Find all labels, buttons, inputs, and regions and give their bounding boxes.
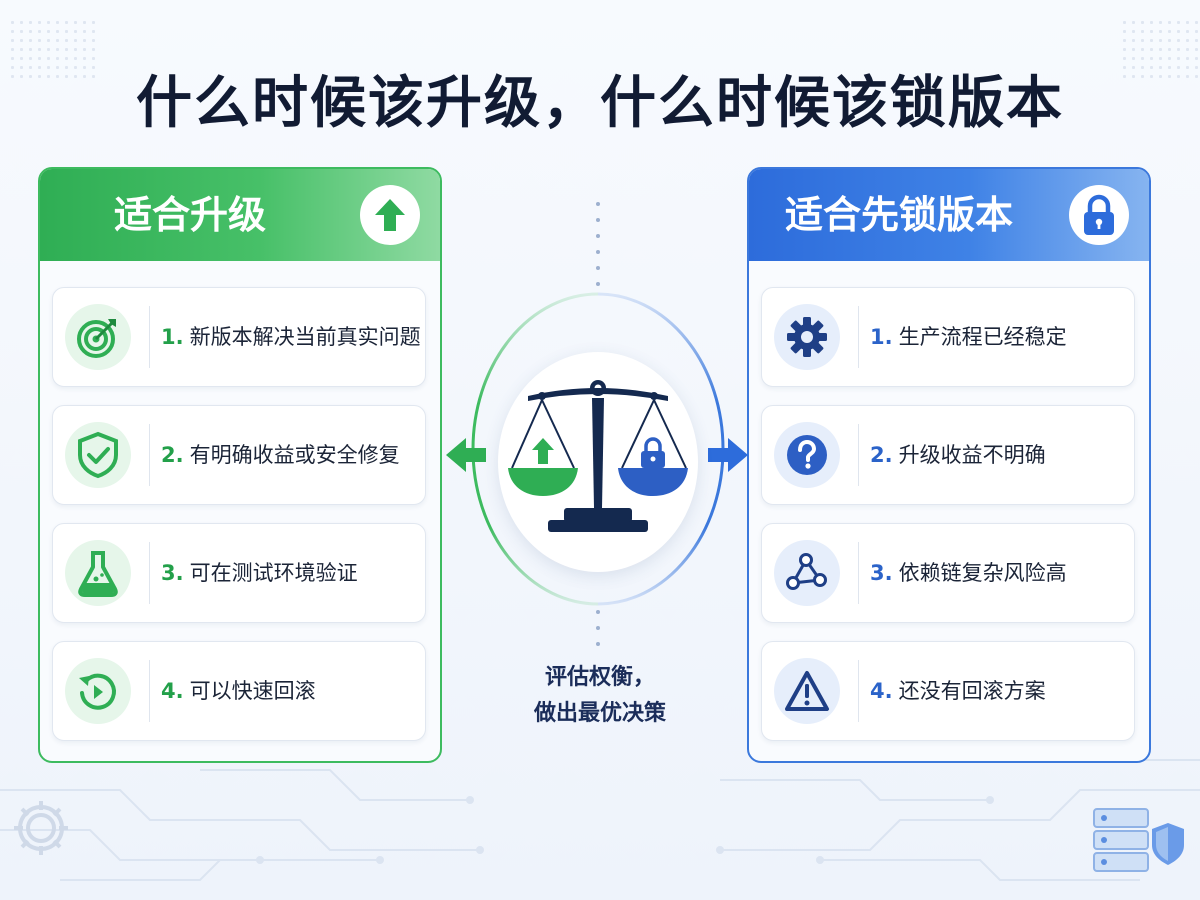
item-label: 生产流程已经稳定 bbox=[898, 325, 1067, 349]
gear-decoration-icon bbox=[14, 801, 68, 855]
upgrade-item-2: 2.有明确收益或安全修复 bbox=[52, 405, 426, 505]
network-icon bbox=[774, 540, 840, 606]
upgrade-panel-header: 适合升级 bbox=[40, 169, 440, 261]
divider bbox=[149, 660, 150, 722]
target-icon bbox=[65, 304, 131, 370]
item-label: 新版本解决当前真实问题 bbox=[189, 325, 421, 349]
lock-item-3: 3.依赖链复杂风险高 bbox=[761, 523, 1135, 623]
divider bbox=[149, 306, 150, 368]
divider bbox=[858, 306, 859, 368]
item-number: 4. bbox=[161, 679, 184, 703]
warning-icon bbox=[774, 658, 840, 724]
item-number: 3. bbox=[161, 561, 184, 585]
lock-version-panel-title: 适合先锁版本 bbox=[784, 193, 1013, 237]
item-label: 可以快速回滚 bbox=[189, 679, 316, 703]
lock-icon bbox=[1069, 185, 1129, 245]
upgrade-item-3: 3.可在测试环境验证 bbox=[52, 523, 426, 623]
balance-scale-icon bbox=[498, 352, 698, 572]
divider bbox=[858, 660, 859, 722]
dot-pattern-top-left bbox=[8, 18, 98, 78]
lock-item-2: 2.升级收益不明确 bbox=[761, 405, 1135, 505]
lock-item-1: 1.生产流程已经稳定 bbox=[761, 287, 1135, 387]
item-number: 2. bbox=[870, 443, 893, 467]
server-shield-decoration-icon bbox=[1093, 808, 1184, 872]
arrow-up-icon bbox=[360, 185, 420, 245]
item-number: 2. bbox=[161, 443, 184, 467]
divider bbox=[149, 542, 150, 604]
lock-version-panel-header: 适合先锁版本 bbox=[749, 169, 1149, 261]
item-number: 4. bbox=[870, 679, 893, 703]
page-title: 什么时候该升级，什么时候该锁版本 bbox=[136, 71, 1064, 136]
upgrade-panel: 适合升级 1.新版本解决当前真实问题 2.有明确 bbox=[38, 167, 442, 763]
item-label: 可在测试环境验证 bbox=[189, 561, 358, 585]
item-number: 3. bbox=[870, 561, 893, 585]
item-label: 还没有回滚方案 bbox=[898, 679, 1046, 703]
item-label: 依赖链复杂风险高 bbox=[898, 561, 1067, 585]
caption-line-2: 做出最优决策 bbox=[533, 701, 666, 726]
item-label: 有明确收益或安全修复 bbox=[189, 443, 400, 467]
upgrade-panel-title: 适合升级 bbox=[113, 193, 266, 237]
gear-icon bbox=[774, 304, 840, 370]
flask-icon bbox=[65, 540, 131, 606]
upgrade-item-1: 1.新版本解决当前真实问题 bbox=[52, 287, 426, 387]
item-label: 升级收益不明确 bbox=[898, 443, 1046, 467]
divider bbox=[858, 542, 859, 604]
center-caption: 评估权衡， 做出最优决策 bbox=[500, 660, 700, 732]
item-number: 1. bbox=[870, 325, 893, 349]
divider bbox=[858, 424, 859, 486]
lock-version-panel: 适合先锁版本 bbox=[747, 167, 1151, 763]
center-connector-graphic bbox=[446, 202, 748, 646]
divider bbox=[149, 424, 150, 486]
question-icon bbox=[774, 422, 840, 488]
shield-check-icon bbox=[65, 422, 131, 488]
item-number: 1. bbox=[161, 325, 184, 349]
dot-pattern-top-right bbox=[1120, 18, 1200, 78]
caption-line-1: 评估权衡， bbox=[544, 665, 655, 690]
rollback-icon bbox=[65, 658, 131, 724]
lock-item-4: 4.还没有回滚方案 bbox=[761, 641, 1135, 741]
upgrade-item-4: 4.可以快速回滚 bbox=[52, 641, 426, 741]
